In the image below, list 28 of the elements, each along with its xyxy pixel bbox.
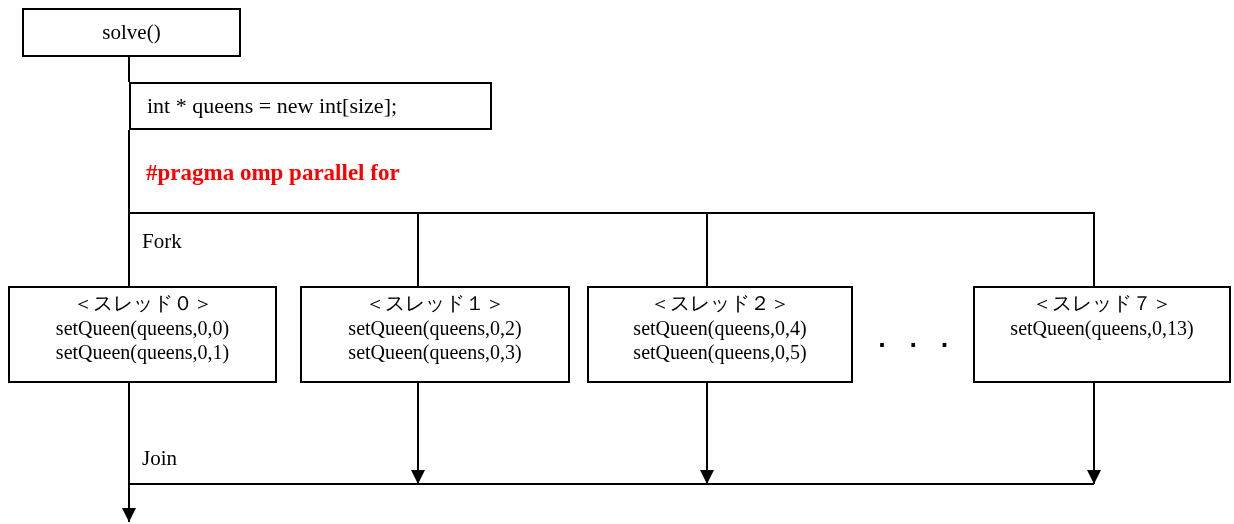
- thread-title: ＜スレッド７＞: [1032, 290, 1172, 316]
- code-text: setQueen(queens,0,1): [55, 340, 230, 364]
- arrow: [700, 382, 714, 485]
- code-text: setQueen(queens,0,3): [348, 340, 522, 364]
- arrow: [1087, 382, 1101, 485]
- ellipsis-text: . . .: [878, 328, 957, 352]
- thread-title: ＜スレッド２＞: [650, 290, 790, 316]
- code-text: setQueen(queens,0,5): [633, 340, 807, 364]
- join-label: Join: [142, 446, 177, 470]
- code-text: solve(): [102, 20, 161, 44]
- arrow: [411, 382, 425, 485]
- thread-box: [587, 286, 853, 383]
- code-box: [129, 82, 492, 130]
- code-text: setQueen(queens,0,13): [1010, 316, 1194, 340]
- thread-box: [973, 286, 1231, 383]
- thread-box: [300, 286, 570, 383]
- thread-title: ＜スレッド０＞: [72, 290, 213, 316]
- code-text: setQueen(queens,0,4): [633, 316, 807, 340]
- fork-label: Fork: [142, 229, 182, 253]
- code-text: setQueen(queens,0,0): [55, 316, 230, 340]
- code-text: setQueen(queens,0,2): [348, 316, 522, 340]
- connector-line: [128, 56, 130, 83]
- thread-box: [8, 286, 277, 383]
- directive-text: #pragma omp parallel for: [146, 161, 400, 185]
- function-box: [22, 8, 241, 57]
- code-text: int * queens = new int[size];: [147, 94, 398, 118]
- arrow: [122, 382, 136, 523]
- thread-title: ＜スレッド１＞: [365, 290, 505, 316]
